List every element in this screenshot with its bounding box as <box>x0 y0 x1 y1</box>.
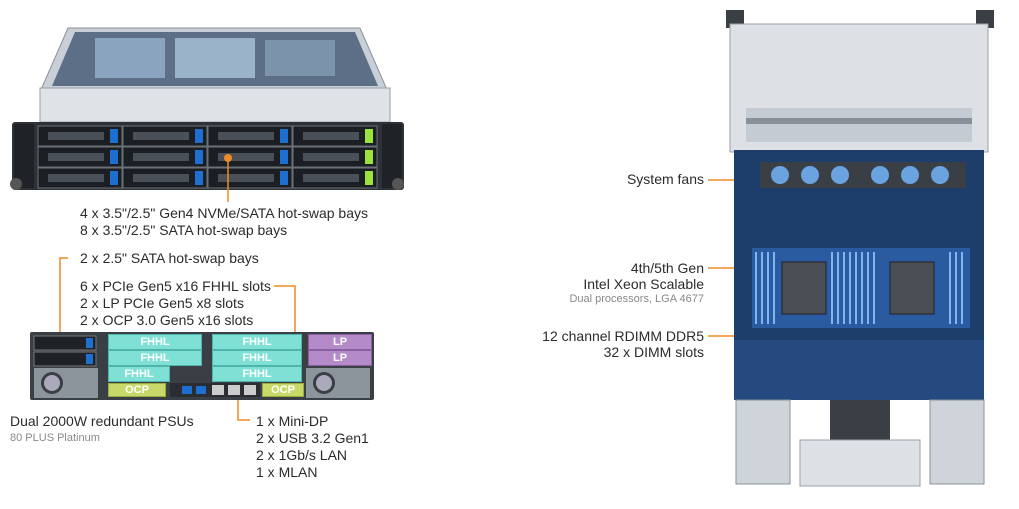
io-label-1: 1 x Mini-DP <box>256 413 329 429</box>
cpu-label-2: Intel Xeon Scalable <box>583 276 704 292</box>
front-bays-label-2: 8 x 3.5"/2.5" SATA hot-swap bays <box>80 222 288 238</box>
ocp-slot: OCP <box>262 383 304 397</box>
fhhl-slot: FHHL <box>108 334 202 350</box>
drive-bay-vent <box>133 132 189 140</box>
io-label-4: 1 x MLAN <box>256 464 318 480</box>
sata-latch <box>195 171 203 185</box>
nvme-latch <box>365 171 373 185</box>
fhhl-slot: FHHL <box>212 350 302 366</box>
psu-sublabel: 80 PLUS Platinum <box>10 432 100 444</box>
sata-latch <box>110 150 118 164</box>
sata-latch <box>110 171 118 185</box>
psu-label: Dual 2000W redundant PSUs <box>10 413 194 429</box>
memory-label-2: 32 x DIMM slots <box>603 344 704 360</box>
sata-latch <box>110 129 118 143</box>
drive-bay-vent <box>48 174 104 182</box>
fhhl-slot: FHHL <box>212 366 302 382</box>
ocp-slot: OCP <box>108 383 166 397</box>
sata-latch <box>195 150 203 164</box>
drive-bay-vent <box>48 132 104 140</box>
drive-bay-vent <box>303 132 359 140</box>
lp-slot: LP <box>308 334 372 350</box>
drive-bay-vent <box>48 153 104 161</box>
lp-slot: LP <box>308 350 372 366</box>
drive-bay-vent <box>133 174 189 182</box>
io-label-2: 2 x USB 3.2 Gen1 <box>256 430 369 446</box>
fhhl-slot: FHHL <box>108 366 170 382</box>
drive-bay-vent <box>133 153 189 161</box>
sata-latch <box>280 171 288 185</box>
drive-bay-vent <box>218 174 274 182</box>
drive-bay-vent <box>303 174 359 182</box>
drive-bay-vent <box>303 153 359 161</box>
nvme-latch <box>365 150 373 164</box>
drive-bay-vent <box>218 153 274 161</box>
front-bays-label-1: 4 x 3.5"/2.5" Gen4 NVMe/SATA hot-swap ba… <box>80 205 369 221</box>
rear-bays-label: 2 x 2.5" SATA hot-swap bays <box>80 250 259 266</box>
fans-label: System fans <box>626 171 704 187</box>
memory-label-1: 12 channel RDIMM DDR5 <box>542 328 704 344</box>
fhhl-slot: FHHL <box>108 350 202 366</box>
io-label-3: 2 x 1Gb/s LAN <box>256 447 348 463</box>
pcie-label-1: 6 x PCIe Gen5 x16 FHHL slots <box>80 278 271 294</box>
sata-latch <box>280 150 288 164</box>
sata-latch <box>280 129 288 143</box>
nvme-latch <box>365 129 373 143</box>
pcie-label-2: 2 x LP PCIe Gen5 x8 slots <box>80 295 244 311</box>
cpu-label-1: 4th/5th Gen <box>630 260 704 276</box>
drive-bay-vent <box>218 132 274 140</box>
sata-latch <box>195 129 203 143</box>
cpu-sublabel: Dual processors, LGA 4677 <box>569 293 704 305</box>
fhhl-slot: FHHL <box>212 334 302 350</box>
pcie-label-3: 2 x OCP 3.0 Gen5 x16 slots <box>80 312 254 328</box>
